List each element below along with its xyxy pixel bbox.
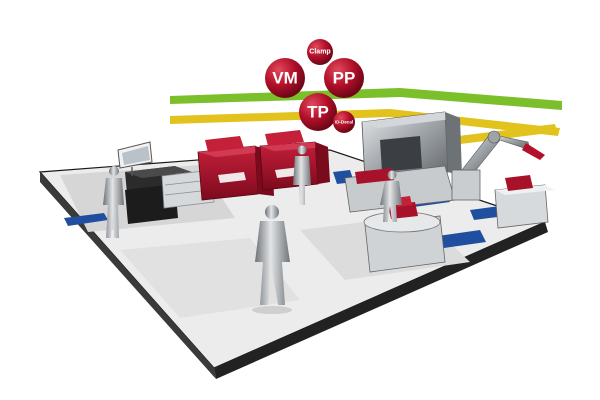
bubble-clamp-label: Clamp <box>309 49 330 56</box>
bubble-tp-label: TP <box>307 103 329 122</box>
worker-figure-left <box>103 166 124 238</box>
bubble-vm-label: VM <box>272 69 298 88</box>
bubble-clamp: Clamp <box>307 39 333 65</box>
right-workpiece-table <box>494 175 555 229</box>
worker-figure-back <box>293 145 311 205</box>
bubble-decal: ID-Decal <box>333 111 355 133</box>
worker-figure-icon <box>293 145 311 205</box>
worker-figure-icon <box>103 166 124 238</box>
worker-figure-right <box>380 170 402 222</box>
bubble-vm: VM <box>265 58 305 98</box>
monitor-icon <box>117 141 153 176</box>
bubble-decal-label: ID-Decal <box>335 120 353 125</box>
worker-figure-center-front <box>252 205 292 314</box>
bubble-tp: TP <box>299 93 337 131</box>
bubble-pp-label: PP <box>333 69 356 88</box>
bubble-pp: PP <box>324 58 364 98</box>
workpiece-icon <box>505 175 533 191</box>
worker-figure-icon <box>252 205 292 314</box>
center-rotary-table <box>363 196 446 273</box>
worker-figure-icon <box>380 170 402 222</box>
robot-arm-icon <box>451 130 545 201</box>
